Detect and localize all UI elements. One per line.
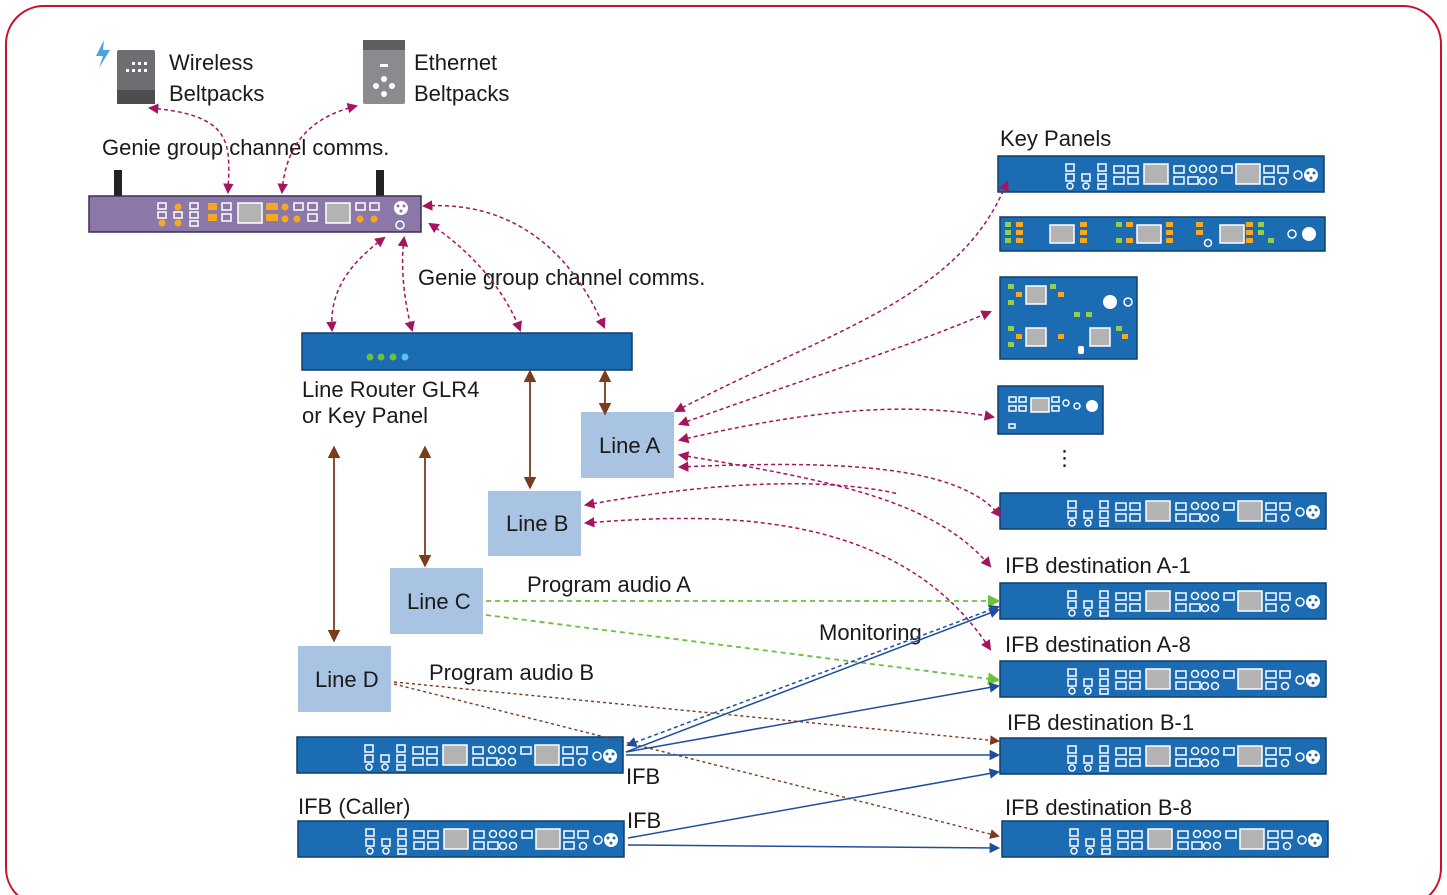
ifb-b1-label: IFB destination B-1 — [1007, 710, 1194, 735]
program-audio-a-label: Program audio A — [527, 572, 691, 597]
key-panel-3 — [999, 276, 1138, 360]
program-audio-a-arrows — [485, 594, 1001, 685]
ifb-arrows — [625, 605, 1001, 854]
wireless-beltpack-icon — [96, 40, 155, 104]
key-panel-1 — [997, 155, 1325, 193]
line-d-box — [298, 646, 391, 712]
line-d-label: Line D — [315, 667, 379, 692]
wireless-label-line1: Wireless — [169, 50, 253, 75]
ifb-a1-label: IFB destination A-1 — [1005, 553, 1191, 578]
ethernet-beltpack-icon — [363, 40, 405, 104]
key-panel-5 — [999, 492, 1327, 530]
line-router-label-line2: or Key Panel — [302, 403, 428, 428]
line-connection-arrows — [327, 369, 612, 643]
key-panel-4 — [997, 385, 1104, 435]
key-panels-label: Key Panels — [1000, 126, 1111, 151]
ifb-caller-panel-2 — [297, 820, 625, 858]
line-b-label: Line B — [506, 511, 568, 536]
ifb-caller-panel-1 — [296, 736, 624, 774]
line-router-device — [301, 332, 633, 371]
line-b-box — [488, 491, 581, 556]
ifb-destination-a8-panel — [999, 660, 1327, 698]
genie-top-label: Genie group channel comms. — [102, 135, 389, 160]
ellipsis-dots: ⋮ — [1054, 447, 1075, 470]
ifb-destination-a1-panel — [999, 582, 1327, 620]
outer-frame — [5, 5, 1442, 895]
ethernet-label-line1: Ethernet — [414, 50, 497, 75]
genie-mid-label: Genie group channel comms. — [418, 265, 705, 290]
wireless-base-station — [88, 170, 422, 233]
program-audio-b-label: Program audio B — [429, 660, 594, 685]
ifb-b8-label: IFB destination B-8 — [1005, 795, 1192, 820]
line-a-label: Line A — [599, 433, 660, 458]
line-c-label: Line C — [407, 589, 471, 614]
ifb-caller-label: IFB (Caller) — [298, 794, 410, 819]
ethernet-label-line2: Beltpacks — [414, 81, 509, 106]
ifb-destination-b8-panel — [1001, 820, 1329, 858]
line-router-label-line1: Line Router GLR4 — [302, 377, 479, 402]
line-a-box — [581, 412, 674, 478]
ifb-destination-b1-panel — [999, 737, 1327, 775]
ifb-label-1: IFB — [626, 764, 660, 789]
ifb-label-2: IFB — [627, 808, 661, 833]
line-c-box — [390, 568, 483, 634]
key-panel-2 — [999, 216, 1326, 252]
wireless-label-line2: Beltpacks — [169, 81, 264, 106]
comms-arrows — [147, 102, 1009, 651]
ifb-a8-label: IFB destination A-8 — [1005, 632, 1191, 657]
